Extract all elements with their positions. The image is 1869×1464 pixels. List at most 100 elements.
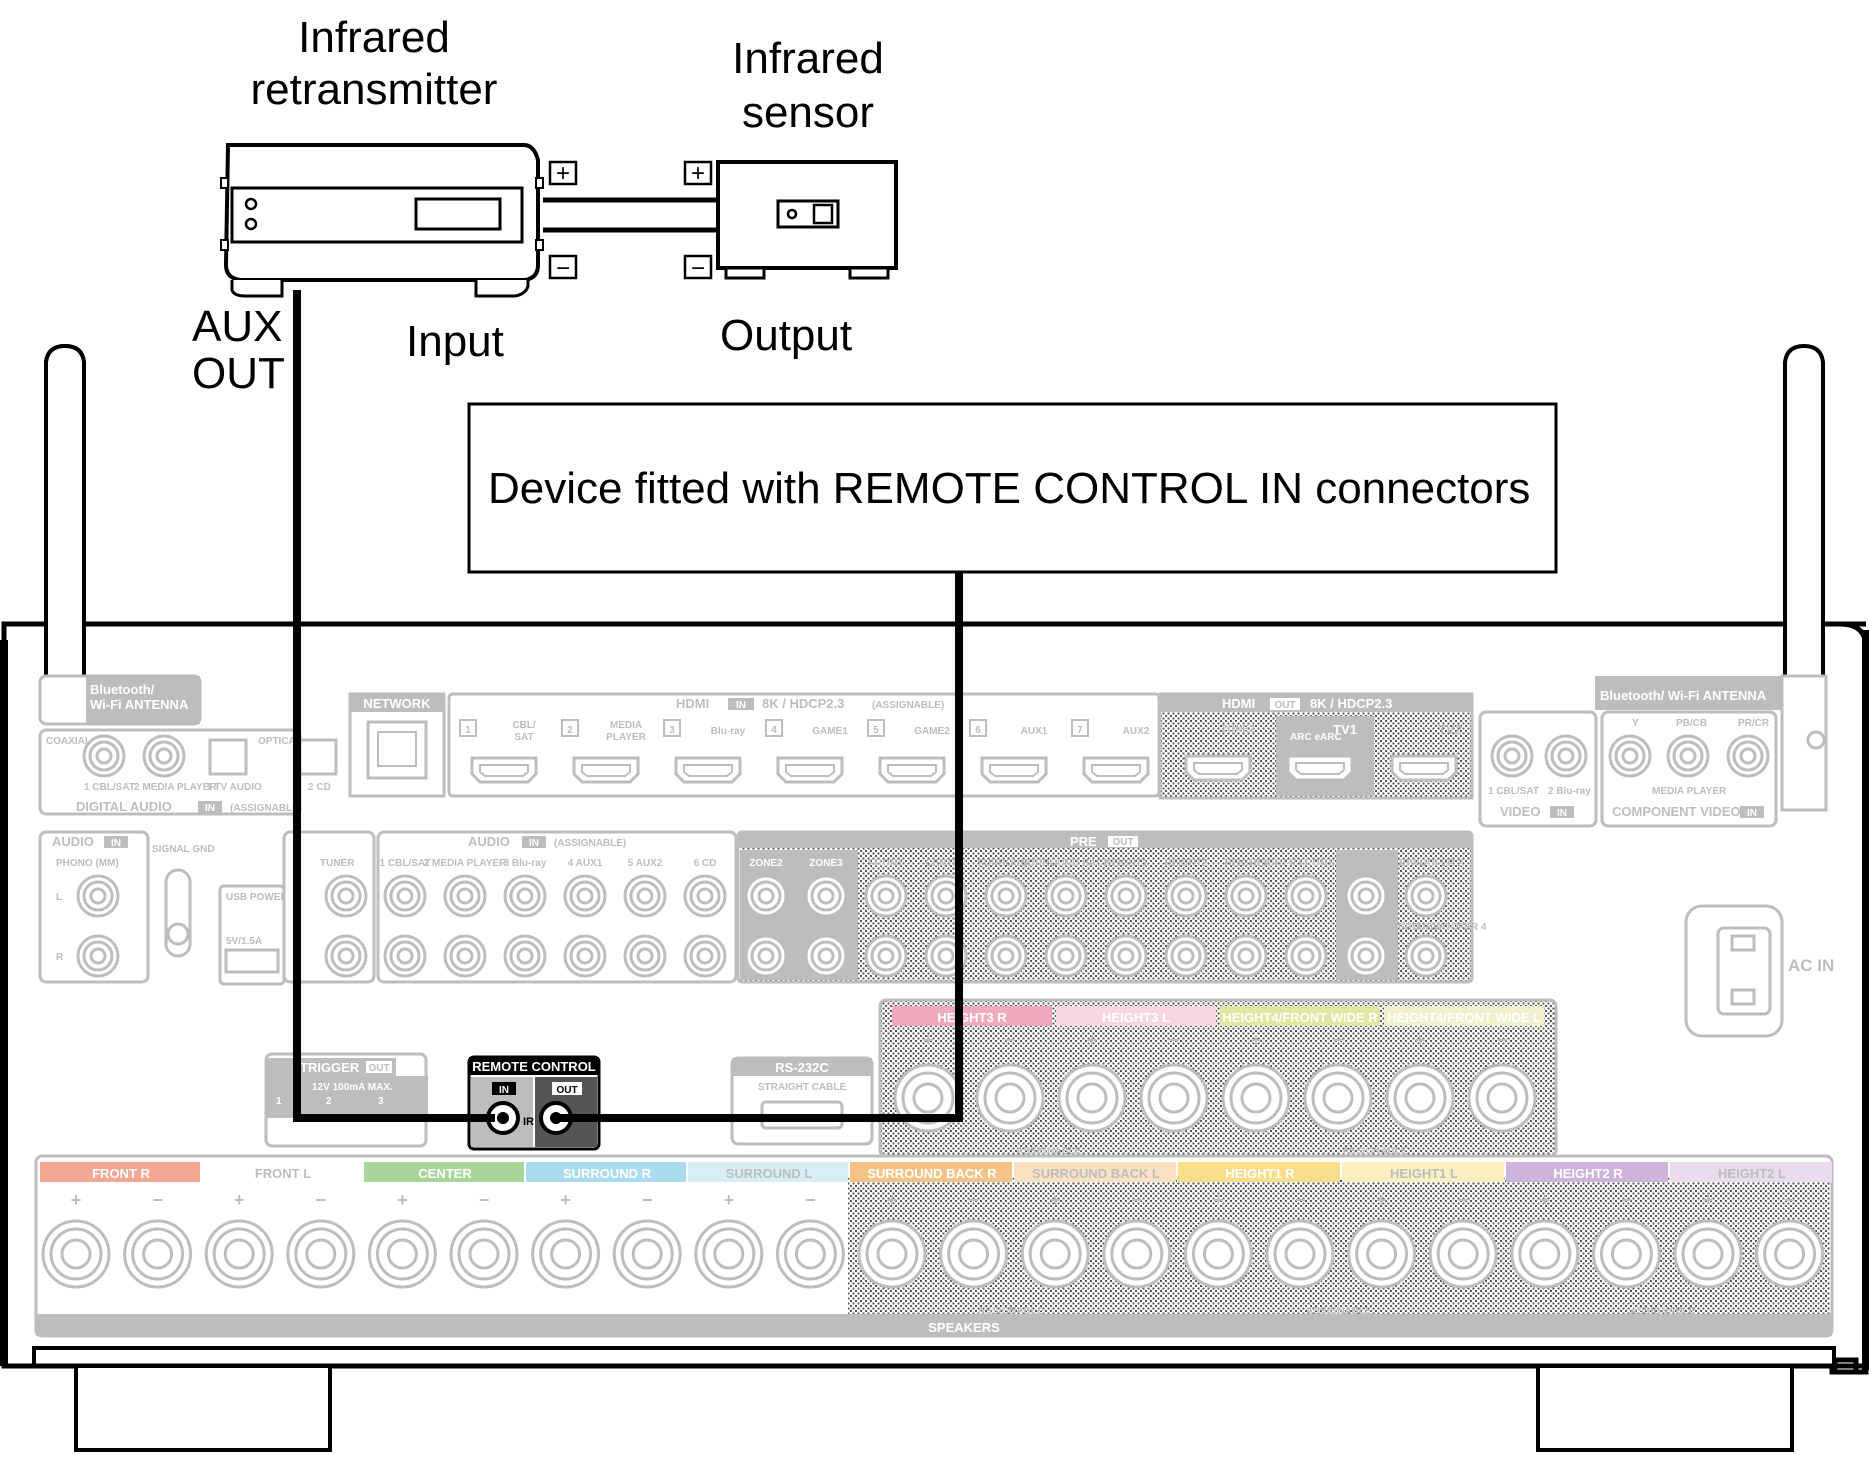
minus-marker: − (691, 255, 705, 282)
speaker-post (1221, 1063, 1291, 1133)
speaker-post (1510, 1219, 1580, 1289)
assignable-label: (ASSIGNABLE) (872, 700, 944, 711)
speaker-group-header (1014, 1162, 1176, 1182)
audio-in-jack-r (683, 934, 727, 978)
polarity-sign: − (1132, 1190, 1143, 1210)
network-port: NETWORK (348, 692, 446, 798)
component-label: COMPONENT VIDEO (1612, 804, 1741, 819)
polarity-sign: + (1415, 1030, 1426, 1050)
speaker-post (41, 1219, 111, 1289)
pre-out-name: SURROUND BACK (1021, 858, 1111, 869)
ch-r: R (56, 952, 64, 963)
speaker-post (775, 1219, 845, 1289)
usb-label: USB POWER ONLY (226, 892, 318, 903)
aux-label-2: OUT (192, 349, 285, 398)
hdmi-in-number: 7 (1077, 725, 1083, 736)
pre-out-jack-l (1284, 874, 1328, 918)
ir-label: IR (523, 1116, 534, 1128)
speaker-group-header (1056, 1006, 1216, 1026)
hdmi-in-number: 1 (465, 725, 471, 736)
polarity-sign: − (1458, 1190, 1469, 1210)
output-label: Output (720, 311, 852, 360)
polarity-sign: + (1703, 1190, 1714, 1210)
trigger-port-3: 3 (378, 1096, 384, 1107)
antenna-right (1783, 343, 1825, 652)
hdmi-out-arc: ARC eARC (1290, 732, 1342, 743)
speaker-post (975, 1063, 1045, 1133)
audio-in-label: AUDIO (468, 834, 510, 849)
pre-out-jack-r (1164, 934, 1208, 978)
bt-left-line2: Wi-Fi ANTENNA (90, 697, 189, 712)
pre-out-jack-r (984, 934, 1028, 978)
assignable-lower-2: ASSIGNABLE (1306, 1306, 1372, 1317)
hdmi-in-port (674, 756, 742, 784)
speaker-post (939, 1219, 1009, 1289)
pre-out-jack-sub (1404, 934, 1448, 978)
speaker-group-header (202, 1162, 362, 1182)
hdmi-in-port (980, 756, 1048, 784)
speaker-group-header (1506, 1162, 1668, 1182)
sensor-label-2: sensor (742, 88, 874, 137)
polarity-sign: + (1050, 1190, 1061, 1210)
assignable-upper-1: ASSIGNABLE (1016, 1146, 1082, 1157)
pre-out-name: SURROUND (977, 858, 1035, 869)
hdmi-in-number-box (663, 719, 681, 737)
speaker-post (531, 1219, 601, 1289)
polarity-sign: − (1621, 1190, 1632, 1210)
plus-marker: + (556, 160, 570, 187)
speaker-post (1020, 1219, 1090, 1289)
phono-label: PHONO (MM) (56, 858, 119, 869)
media-player-label: MEDIA PLAYER (1652, 786, 1727, 797)
audio-in-name: 2 MEDIA PLAYER (424, 858, 507, 869)
in-badge: IN (529, 838, 539, 849)
hdmi-in-port (572, 756, 640, 784)
in-badge: IN (1557, 808, 1567, 819)
audio-in-name: 3 Blu-ray (504, 858, 547, 869)
in-badge: IN (205, 803, 215, 814)
speaker-post (123, 1219, 193, 1289)
hdmi-in-port (878, 756, 946, 784)
polarity-sign: + (234, 1190, 245, 1210)
pre-out-label: PRE (1070, 834, 1097, 849)
digital-in-1: 1 CBL/SAT (84, 782, 135, 793)
speaker-post (367, 1219, 437, 1289)
digital-in-4: 2 CD (308, 782, 331, 793)
speaker-post (694, 1219, 764, 1289)
polarity-sign: − (316, 1190, 327, 1210)
pre-out-jack-r (804, 934, 848, 978)
speaker-group-header (892, 1006, 1052, 1026)
rs232c-label: RS-232C (775, 1060, 829, 1075)
remote-control-label: REMOTE CONTROL (472, 1059, 596, 1074)
pre-out-jack-l (1164, 874, 1208, 918)
polarity-markers: + − + − (548, 160, 713, 282)
rs232c-port: RS-232C STRAIGHT CABLE (730, 1056, 874, 1146)
bt-right-label: Bluetooth/ Wi-Fi ANTENNA (1600, 688, 1767, 703)
speaker-group-header (850, 1162, 1012, 1182)
remote-out-cable (556, 572, 963, 1122)
pre-out-jack-r (1044, 934, 1088, 978)
video-section: 1 CBL/SAT 2 Blu-ray VIDEO IN Y PB/CB PR/… (1478, 710, 1778, 828)
pre-out-name: CENTER (925, 858, 967, 869)
hdmi-in-number-box (867, 719, 885, 737)
hdmi-in-name: AUX2 (1123, 726, 1150, 737)
pre-out-name: HEIGHT3 (1224, 858, 1268, 869)
speaker-group-label: HEIGHT3 L (1102, 1010, 1170, 1025)
pre-out-jack-l (1404, 874, 1448, 918)
hdmi-in-name: AUX1 (1021, 726, 1048, 737)
speaker-group-header (1178, 1162, 1340, 1182)
speaker-post (1183, 1219, 1253, 1289)
polarity-sign: − (1333, 1030, 1344, 1050)
pre-out-name: FRONT (869, 858, 903, 869)
polarity-sign: + (560, 1190, 571, 1210)
audio-in-name: 5 AUX2 (628, 858, 663, 869)
speaker-group-header (1220, 1006, 1380, 1026)
speaker-post (1057, 1063, 1127, 1133)
component-pb: PB/CB (1676, 718, 1707, 729)
polarity-sign: + (1213, 1190, 1224, 1210)
polarity-sign: − (479, 1190, 490, 1210)
polarity-sign: + (923, 1030, 934, 1050)
audio-in-name: 1 CBL/SAT (380, 858, 431, 869)
hdmi-in-spec: 8K / HDCP2.3 (762, 696, 844, 711)
pre-out-jack-l (804, 874, 848, 918)
